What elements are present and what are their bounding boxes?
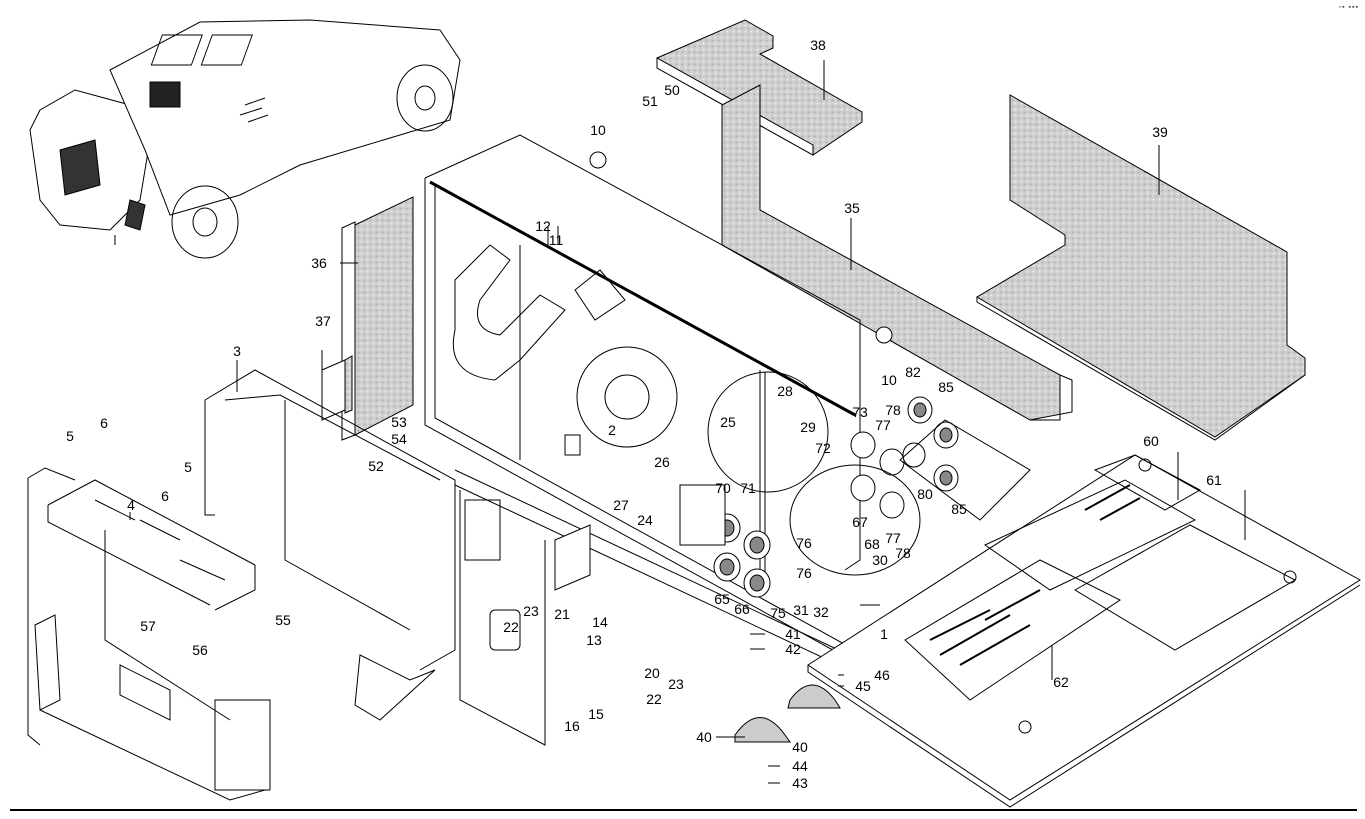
callout-75[interactable]: 75 <box>770 605 786 621</box>
callout-40[interactable]: 40 <box>696 729 712 745</box>
callout-23[interactable]: 23 <box>523 603 539 619</box>
mounting-plate-3 <box>204 369 456 721</box>
callout-76[interactable]: 76 <box>796 535 812 551</box>
callout-21[interactable]: 21 <box>554 606 570 622</box>
callout-36[interactable]: 36 <box>311 255 327 271</box>
callout-4[interactable]: 4 <box>127 497 135 513</box>
callout-60[interactable]: 60 <box>1143 433 1159 449</box>
callout-6[interactable]: 6 <box>161 488 169 504</box>
callout-66[interactable]: 66 <box>734 601 750 617</box>
callout-71[interactable]: 71 <box>740 480 756 496</box>
callout-45[interactable]: 45 <box>855 678 871 694</box>
callout-32[interactable]: 32 <box>813 604 829 620</box>
view-options-icon[interactable]: ▫▪ ▪▪▪ <box>1338 4 1359 11</box>
callout-62[interactable]: 62 <box>1053 674 1069 690</box>
foam-part-39 <box>976 94 1306 441</box>
callout-70[interactable]: 70 <box>715 480 731 496</box>
callout-6[interactable]: 6 <box>100 415 108 431</box>
callout-12[interactable]: 12 <box>535 218 551 234</box>
callout-39[interactable]: 39 <box>1152 124 1168 140</box>
callout-54[interactable]: 54 <box>391 431 407 447</box>
control-panel-board <box>807 454 1361 808</box>
callout-76[interactable]: 76 <box>796 565 812 581</box>
callout-72[interactable]: 72 <box>815 440 831 456</box>
callout-67[interactable]: 67 <box>852 514 868 530</box>
callout-29[interactable]: 29 <box>800 419 816 435</box>
callout-3[interactable]: 3 <box>233 343 241 359</box>
callout-22[interactable]: 22 <box>646 691 662 707</box>
callout-13[interactable]: 13 <box>586 632 602 648</box>
callout-2[interactable]: 2 <box>608 422 616 438</box>
callout-82[interactable]: 82 <box>905 364 921 380</box>
callout-30[interactable]: 30 <box>872 552 888 568</box>
callout-25[interactable]: 25 <box>720 414 736 430</box>
watermark <box>452 244 1031 521</box>
callout-37[interactable]: 37 <box>315 313 331 329</box>
callout-1[interactable]: 1 <box>880 626 888 642</box>
callout-15[interactable]: 15 <box>588 706 604 722</box>
detail-circles <box>576 346 921 576</box>
callout-24[interactable]: 24 <box>637 512 653 528</box>
callout-38[interactable]: 38 <box>810 37 826 53</box>
callout-61[interactable]: 61 <box>1206 472 1222 488</box>
callout-22[interactable]: 22 <box>503 619 519 635</box>
callout-5[interactable]: 5 <box>66 428 74 444</box>
callout-42[interactable]: 42 <box>785 641 801 657</box>
callout-20[interactable]: 20 <box>644 665 660 681</box>
callout-14[interactable]: 14 <box>592 614 608 630</box>
callout-23[interactable]: 23 <box>668 676 684 692</box>
callout-50[interactable]: 50 <box>664 82 680 98</box>
anti-vibration-mounts <box>734 684 841 743</box>
callout-10[interactable]: 10 <box>881 372 897 388</box>
callout-65[interactable]: 65 <box>714 591 730 607</box>
callout-78[interactable]: 78 <box>885 402 901 418</box>
callout-68[interactable]: 68 <box>864 536 880 552</box>
cabinet-housing <box>424 134 861 666</box>
callout-27[interactable]: 27 <box>613 497 629 513</box>
callout-11[interactable]: 11 <box>548 232 564 248</box>
callout-85[interactable]: 85 <box>951 501 967 517</box>
callout-51[interactable]: 51 <box>642 93 658 109</box>
callout-73[interactable]: 73 <box>852 404 868 420</box>
callout-5[interactable]: 5 <box>184 459 192 475</box>
foam-part-35 <box>721 84 1073 421</box>
callout-10[interactable]: 10 <box>590 122 606 138</box>
callout-55[interactable]: 55 <box>275 612 291 628</box>
callout-77[interactable]: 77 <box>875 417 891 433</box>
callout-85[interactable]: 85 <box>938 379 954 395</box>
callout-80[interactable]: 80 <box>917 486 933 502</box>
callout-52[interactable]: 52 <box>368 458 384 474</box>
callout-28[interactable]: 28 <box>777 383 793 399</box>
callout-16[interactable]: 16 <box>564 718 580 734</box>
connectors <box>554 151 959 598</box>
callout-53[interactable]: 53 <box>391 414 407 430</box>
callout-26[interactable]: 26 <box>654 454 670 470</box>
callout-43[interactable]: 43 <box>792 775 808 791</box>
callout-31[interactable]: 31 <box>793 602 809 618</box>
footer-divider <box>10 809 1357 811</box>
frame-4 <box>27 467 271 801</box>
callout-44[interactable]: 44 <box>792 758 808 774</box>
callout-41[interactable]: 41 <box>785 626 801 642</box>
callout-40[interactable]: 40 <box>792 739 808 755</box>
callout-56[interactable]: 56 <box>192 642 208 658</box>
callout-57[interactable]: 57 <box>140 618 156 634</box>
callout-77[interactable]: 77 <box>885 530 901 546</box>
foam-part-37 <box>321 355 353 421</box>
callout-78[interactable]: 78 <box>895 545 911 561</box>
callout-46[interactable]: 46 <box>874 667 890 683</box>
callout-35[interactable]: 35 <box>844 200 860 216</box>
machine-overview-icon <box>29 19 461 259</box>
